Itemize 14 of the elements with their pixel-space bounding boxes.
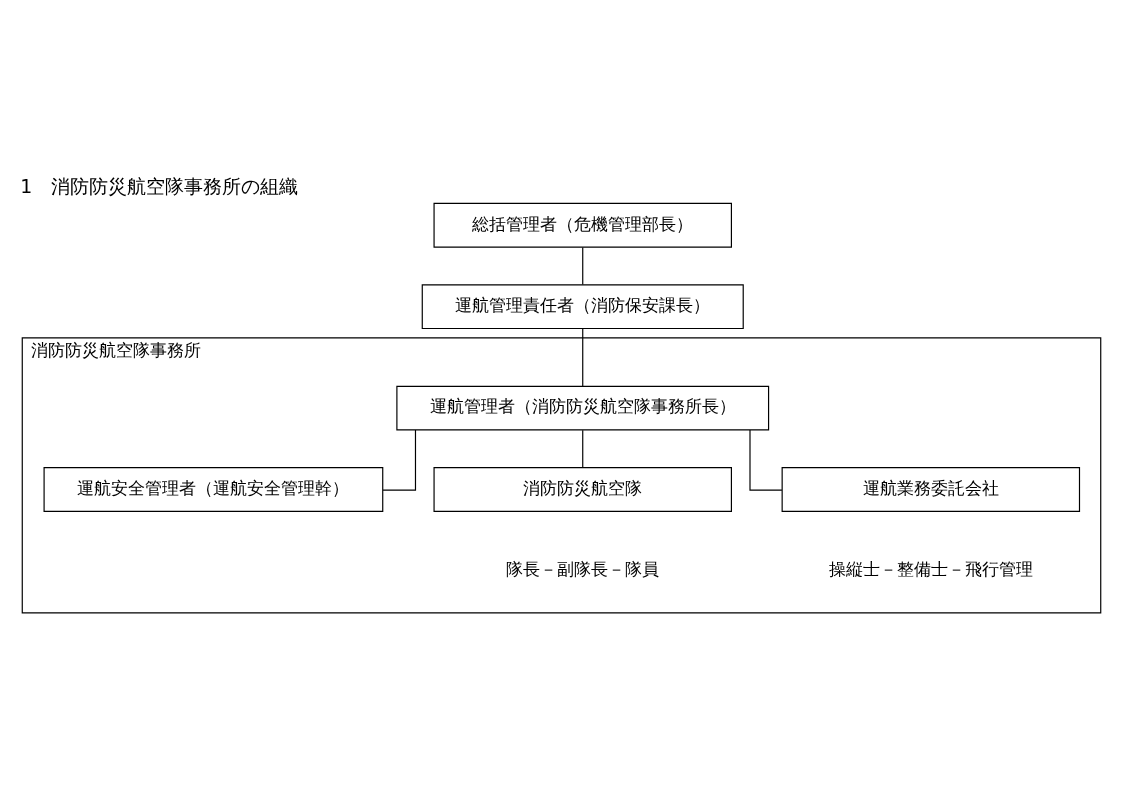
connector <box>382 429 417 491</box>
node-box: 総括管理者（危機管理部長） <box>433 202 732 248</box>
connector <box>582 429 584 468</box>
node-box: 消防防災航空隊 <box>433 466 732 512</box>
node-box: 運航安全管理者（運航安全管理幹） <box>43 466 384 512</box>
node-box: 運航管理者（消防防災航空隊事務所長） <box>396 385 770 431</box>
connector <box>582 246 584 285</box>
node-box: 運航業務委託会社 <box>781 466 1081 512</box>
connector <box>749 429 783 491</box>
diagram-title: 1 消防防災航空隊事務所の組織 <box>20 174 299 197</box>
node-label: 操縦士－整備士－飛行管理 <box>828 559 1033 579</box>
node-box: 運航管理責任者（消防保安課長） <box>421 283 744 329</box>
connector <box>582 327 584 387</box>
node-label: 隊長－副隊長－隊員 <box>506 559 660 579</box>
